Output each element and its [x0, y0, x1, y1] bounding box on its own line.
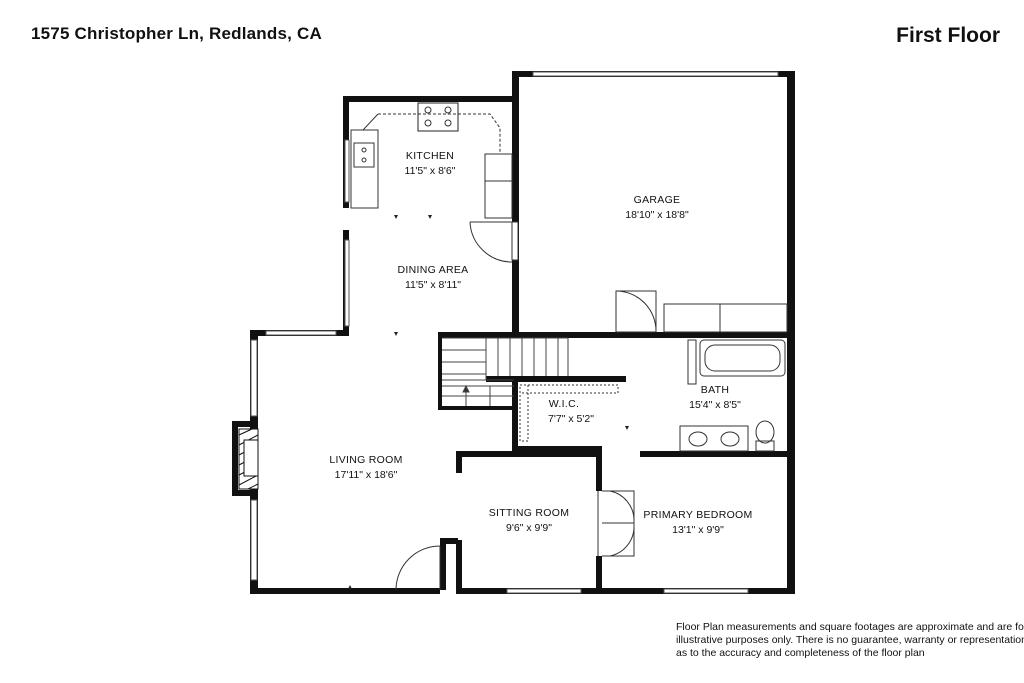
room-name: DINING AREA — [398, 264, 469, 276]
room-name: W.I.C. — [549, 398, 579, 410]
room-dimensions: 11'5" x 8'6" — [405, 165, 456, 177]
disclaimer: Floor Plan measurements and square foota… — [676, 621, 1024, 660]
windows — [250, 71, 779, 594]
room-dimensions: 11'5" x 8'11" — [405, 279, 461, 291]
floor-title: First Floor — [896, 24, 1000, 47]
room-dimensions: 17'11" x 18'6" — [335, 469, 398, 481]
room-dimensions: 18'10" x 18'8" — [625, 209, 689, 221]
disclaimer-line: as to the accuracy and completeness of t… — [676, 647, 925, 659]
room-name: BATH — [701, 384, 729, 396]
property-address: 1575 Christopher Ln, Redlands, CA — [31, 24, 322, 43]
room-name: KITCHEN — [406, 150, 454, 162]
room-dimensions: 7'7" x 5'2" — [548, 413, 594, 425]
fixtures — [350, 102, 788, 591]
disclaimer-line: illustrative purposes only. There is no … — [676, 634, 1024, 646]
room-name: GARAGE — [634, 194, 681, 206]
room-name: PRIMARY BEDROOM — [643, 509, 752, 521]
room-name: LIVING ROOM — [329, 454, 402, 466]
markers — [348, 215, 629, 589]
disclaimer-line: Floor Plan measurements and square foota… — [676, 621, 1024, 633]
room-labels: KITCHEN 11'5" x 8'6" DINING AREA 11'5" x… — [329, 150, 752, 536]
room-dimensions: 15'4" x 8'5" — [689, 399, 741, 411]
room-name: SITTING ROOM — [489, 507, 570, 519]
room-dimensions: 13'1" x 9'9" — [672, 524, 724, 536]
room-dimensions: 9'6" x 9'9" — [506, 522, 552, 534]
fireplace — [238, 428, 259, 490]
